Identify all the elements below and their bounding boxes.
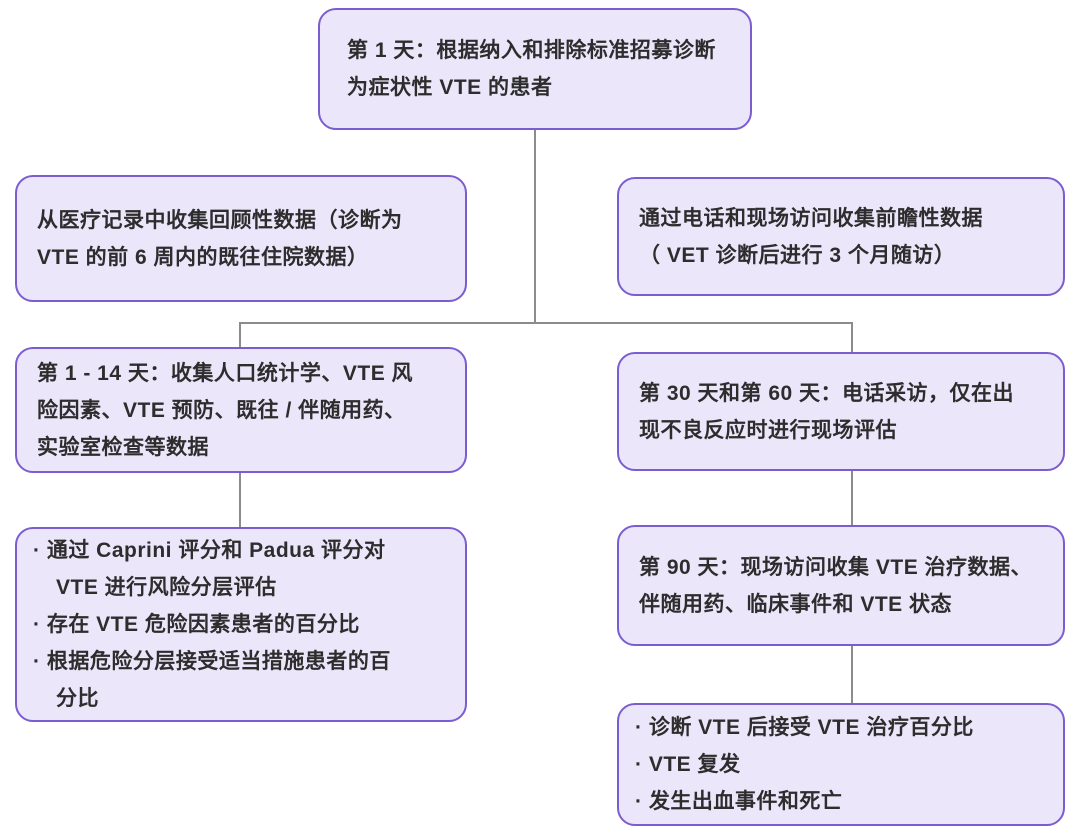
flow-box-text-line: 为症状性 VTE 的患者: [347, 76, 553, 99]
flow-box-text-line: 险因素、VTE 预防、既往 / 伴随用药、: [37, 398, 406, 422]
connector-right-branch-stub: [851, 322, 853, 354]
flow-box-bullet-line: · 通过 Caprini 评分和 Padua 评分对: [33, 539, 386, 562]
flow-box-text-line: VTE 的前 6 周内的既往住院数据）: [37, 245, 369, 269]
flow-box-text-line: 第 90 天：现场访问收集 VTE 治疗数据、: [639, 555, 1033, 579]
flow-box-text-line: 实验室检查等数据: [37, 435, 209, 459]
flow-box-text-line: 从医疗记录中收集回顾性数据（诊断为: [37, 208, 403, 232]
flow-box-outcomes: · 诊断 VTE 后接受 VTE 治疗百分比 · VTE 复发 · 发生出血事件…: [617, 703, 1065, 826]
flow-box-bullet-line: · 发生出血事件和死亡: [635, 790, 843, 813]
flow-box-prospective-data: 通过电话和现场访问收集前瞻性数据 （ VET 诊断后进行 3 个月随访）: [617, 177, 1065, 296]
flow-box-day1to14-collection: 第 1 - 14 天：收集人口统计学、VTE 风 险因素、VTE 预防、既往 /…: [15, 347, 467, 473]
flow-box-retrospective-data: 从医疗记录中收集回顾性数据（诊断为 VTE 的前 6 周内的既往住院数据）: [15, 175, 467, 302]
flow-box-day90-site-visit: 第 90 天：现场访问收集 VTE 治疗数据、 伴随用药、临床事件和 VTE 状…: [617, 525, 1065, 646]
connector-day1to14-to-risk: [239, 472, 241, 528]
flow-box-risk-stratification: · 通过 Caprini 评分和 Padua 评分对 VTE 进行风险分层评估 …: [15, 527, 467, 722]
connector-day30-to-day90: [851, 470, 853, 526]
flow-box-bullet-continuation: VTE 进行风险分层评估: [56, 576, 277, 599]
connector-day1-drop: [534, 130, 536, 323]
flow-box-bullet-line: · 存在 VTE 危险因素患者的百分比: [33, 613, 360, 636]
flow-box-text-line: 第 30 天和第 60 天：电话采访，仅在出: [639, 381, 1015, 405]
connector-day90-to-outcomes: [851, 645, 853, 704]
flow-box-bullet-line: · VTE 复发: [635, 753, 741, 776]
flow-box-day30-60-phone-interview: 第 30 天和第 60 天：电话采访，仅在出 现不良反应时进行现场评估: [617, 352, 1065, 471]
flow-box-text-line: 通过电话和现场访问收集前瞻性数据: [639, 206, 983, 230]
flow-box-bullet-line: · 根据危险分层接受适当措施患者的百: [33, 650, 391, 673]
flow-box-bullet-line: · 诊断 VTE 后接受 VTE 治疗百分比: [635, 716, 974, 739]
flow-box-text-line: 第 1 天：根据纳入和排除标准招募诊断: [347, 39, 716, 62]
flow-box-text-line: （ VET 诊断后进行 3 个月随访）: [639, 243, 956, 267]
connector-left-branch-stub: [239, 322, 241, 349]
flow-box-day1-recruitment: 第 1 天：根据纳入和排除标准招募诊断 为症状性 VTE 的患者: [318, 8, 752, 130]
flow-box-bullet-continuation: 分比: [56, 687, 99, 710]
flow-box-text-line: 伴随用药、临床事件和 VTE 状态: [639, 592, 953, 616]
flow-box-text-line: 第 1 - 14 天：收集人口统计学、VTE 风: [37, 361, 414, 385]
flow-box-text-line: 现不良反应时进行现场评估: [639, 418, 897, 442]
connector-branch-horizontal: [239, 322, 853, 324]
